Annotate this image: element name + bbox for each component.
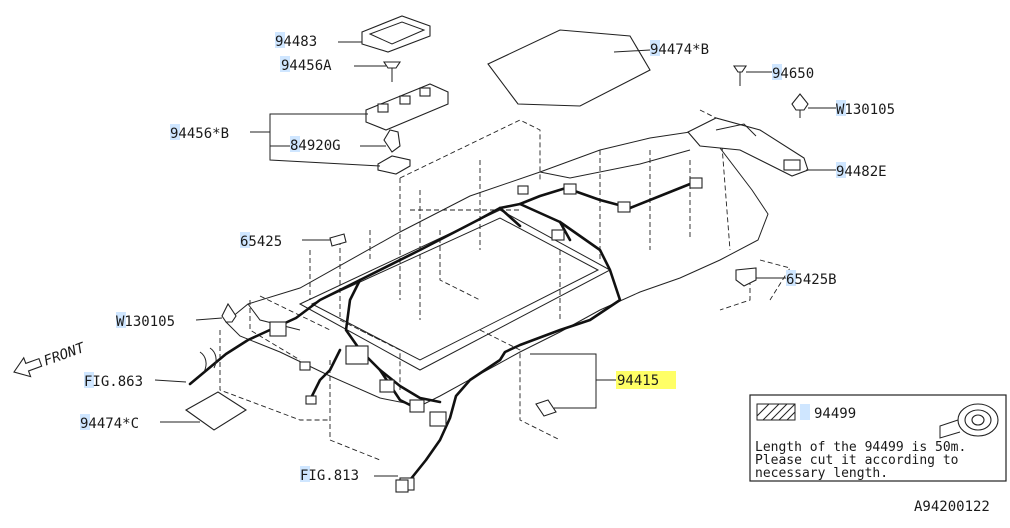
clip [551, 229, 565, 241]
part-94456A-screw [382, 61, 402, 82]
note-line-1: Length of the 94499 is 50m. [755, 440, 966, 455]
harness-clips [269, 177, 703, 491]
label-94474B: 94474*B [650, 42, 709, 58]
leader-lines [154, 41, 836, 477]
note-box: 94499 Length of the 94499 is 50m. Please… [749, 394, 1007, 482]
part-94483-lamp-lens [361, 15, 431, 53]
label-94456B: 94456*B [170, 126, 229, 142]
clip [689, 177, 703, 189]
tape-roll-icon [939, 403, 999, 439]
clip [269, 321, 287, 337]
connector-fig813 [395, 479, 409, 493]
clip [299, 361, 311, 371]
label-highlights [80, 32, 846, 482]
label-94650: 94650 [772, 66, 814, 82]
label-FIG813: FIG.813 [300, 468, 359, 484]
label-94415: 94415 [617, 373, 659, 389]
part-94456B-lamp-base [365, 83, 449, 131]
clip [563, 183, 577, 195]
break-symbol [199, 347, 217, 373]
part-65425B-clip [735, 267, 757, 287]
part-94474B-pad [487, 29, 651, 107]
part-94650-screw [732, 65, 748, 86]
label-94482E: 94482E [836, 164, 887, 180]
clip [617, 201, 631, 213]
front-arrow: FRONT [13, 340, 89, 378]
headliner-outline [225, 131, 769, 407]
part-94415-small-clip [535, 399, 557, 417]
label-FIG863: FIG.863 [84, 374, 143, 390]
label-94456A: 94456A [281, 58, 332, 74]
part-84920G-bulb [377, 129, 411, 175]
clip [429, 411, 447, 427]
note-part-number: 94499 [814, 406, 856, 422]
part-65425-clip [329, 233, 347, 247]
label-84920G: 84920G [290, 138, 341, 154]
label-W130105-left: W130105 [116, 314, 175, 330]
label-65425B: 65425B [786, 272, 837, 288]
front-label: FRONT [42, 340, 89, 370]
part-94474C-pad [184, 391, 248, 431]
label-65425: 65425 [240, 234, 282, 250]
clip [409, 399, 425, 413]
part-94482E-bracket [687, 117, 809, 177]
label-94474C: 94474*C [80, 416, 139, 432]
label-W130105-right: W130105 [836, 102, 895, 118]
label-94483: 94483 [275, 34, 317, 50]
part-W130105-clip-left [221, 302, 237, 323]
clip [305, 395, 317, 405]
clip [379, 379, 395, 393]
diagram-code: A94200122 [914, 499, 990, 515]
wiring-harness-94415 [188, 178, 702, 492]
clip [345, 345, 369, 365]
note-line-3: necessary length. [755, 466, 888, 481]
clip [517, 185, 529, 195]
part-W130105-clip-right [791, 93, 809, 118]
tape-swatch [756, 403, 796, 421]
note-line-2: Please cut it according to [755, 453, 959, 468]
